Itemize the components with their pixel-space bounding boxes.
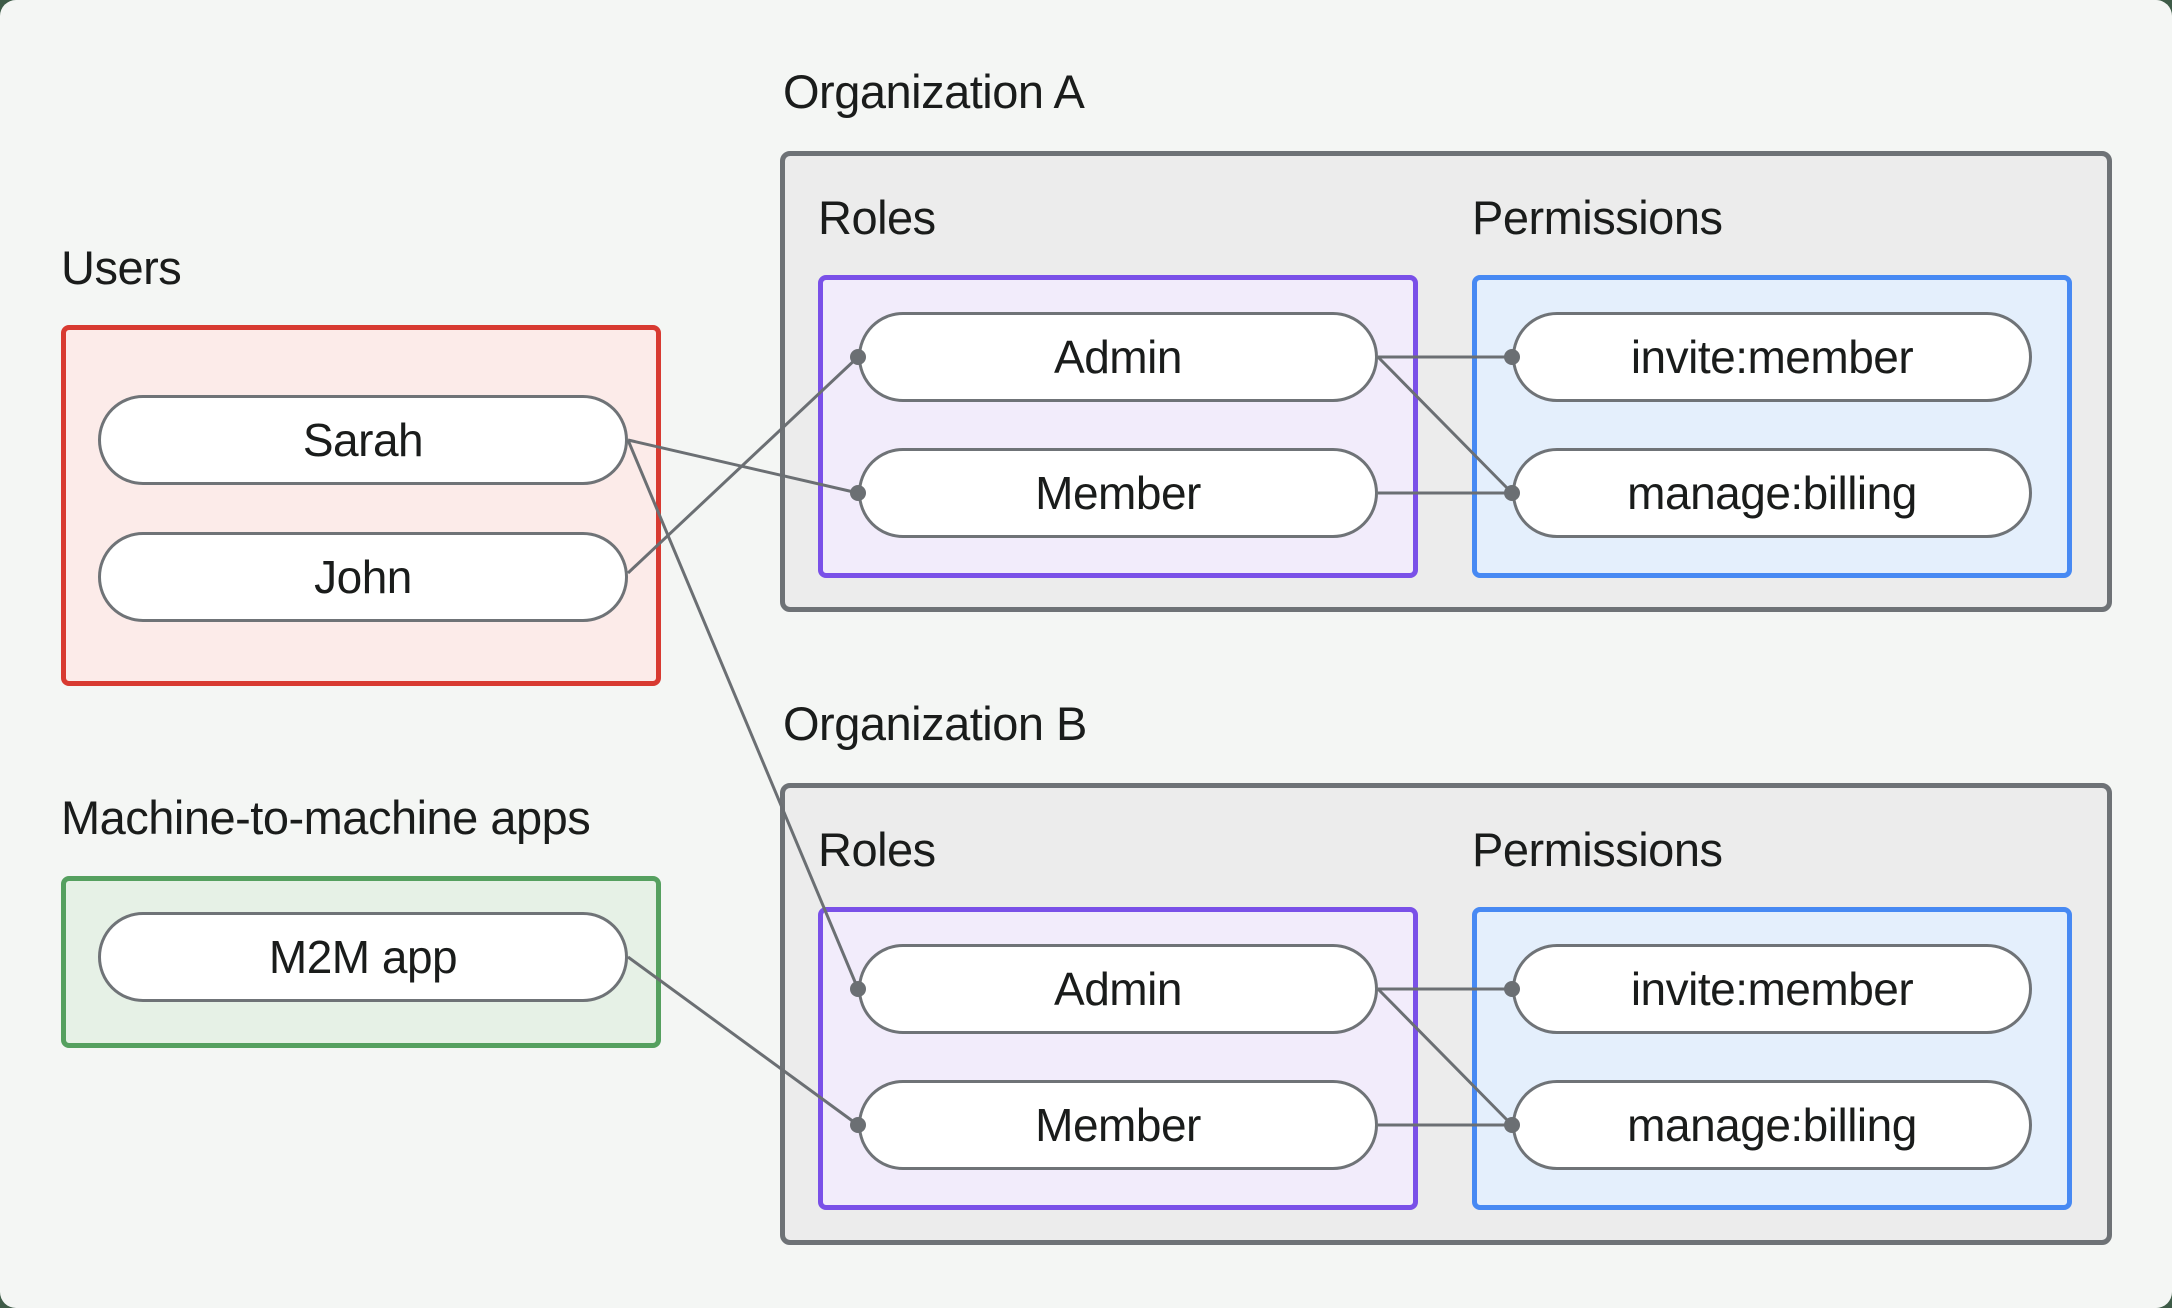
org-b-permissions-label: Permissions bbox=[1472, 823, 1723, 876]
m2m-pill-app: M2M app bbox=[98, 912, 628, 1002]
org-b-role-pill-admin: Admin bbox=[858, 944, 1378, 1034]
users-group-box bbox=[61, 325, 661, 686]
org-a-permission-pill-manage-billing: manage:billing bbox=[1512, 448, 2032, 538]
org-b-roles-label: Roles bbox=[818, 823, 936, 876]
org-a-role-pill-admin: Admin bbox=[858, 312, 1378, 402]
org-b-permission-pill-invite-member: invite:member bbox=[1512, 944, 2032, 1034]
org-b-role-pill-member: Member bbox=[858, 1080, 1378, 1170]
user-pill-sarah: Sarah bbox=[98, 395, 628, 485]
users-group-label: Users bbox=[61, 241, 182, 294]
org-a-roles-label: Roles bbox=[818, 191, 936, 244]
org-a-permission-pill-invite-member: invite:member bbox=[1512, 312, 2032, 402]
org-a-title: Organization A bbox=[783, 65, 1085, 118]
org-a-role-pill-member: Member bbox=[858, 448, 1378, 538]
org-b-title: Organization B bbox=[783, 697, 1087, 750]
org-a-permissions-label: Permissions bbox=[1472, 191, 1723, 244]
org-b-permission-pill-manage-billing: manage:billing bbox=[1512, 1080, 2032, 1170]
m2m-group-label: Machine-to-machine apps bbox=[61, 791, 591, 844]
user-pill-john: John bbox=[98, 532, 628, 622]
